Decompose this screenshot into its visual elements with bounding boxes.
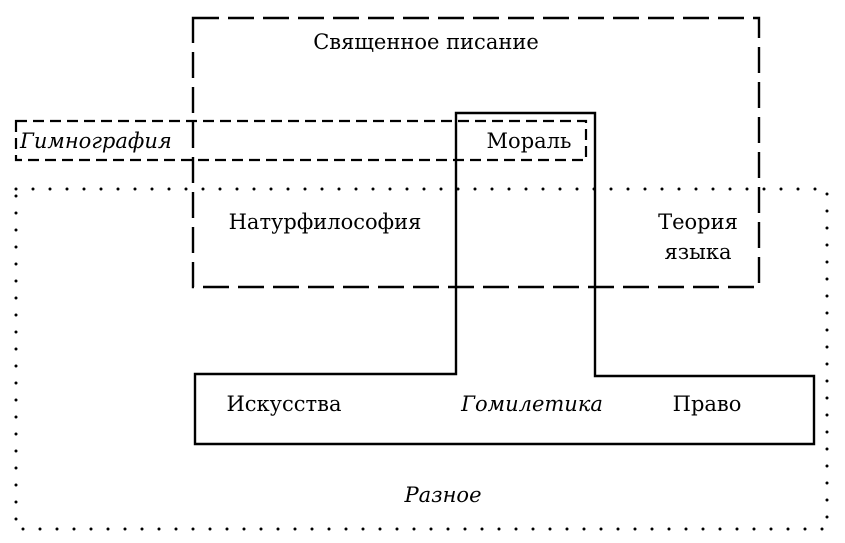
scripture-label: Священное писание — [313, 30, 539, 54]
hymnography-label: Гимнография — [19, 129, 172, 153]
hymnography-region — [14, 119, 588, 162]
language-theory-label-line1: Теория — [658, 210, 738, 234]
morality-homiletics-region — [193, 111, 816, 446]
scripture-region — [191, 16, 761, 289]
language-theory-label-line2: языка — [664, 240, 731, 264]
law-label: Право — [673, 392, 742, 416]
arts-label: Искусства — [226, 392, 341, 416]
natural-philosophy-label: Натурфилософия — [229, 210, 422, 234]
homiletics-label: Гомилетика — [460, 392, 603, 416]
morality-label: Мораль — [487, 129, 572, 153]
miscellaneous-label: Разное — [403, 483, 481, 507]
